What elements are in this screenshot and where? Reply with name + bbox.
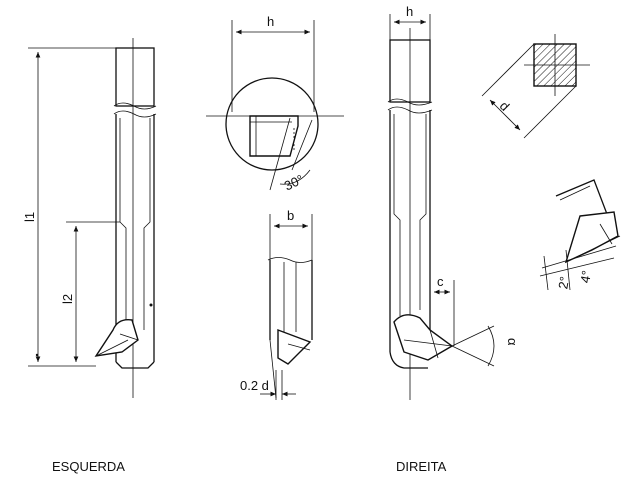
offset-02d-label: 0.2 d (240, 378, 269, 393)
left-break-line-2 (113, 110, 157, 118)
alpha-label: α (505, 338, 520, 346)
b-label: b (287, 208, 294, 223)
d-label: d (497, 98, 513, 114)
h-label-right: h (406, 4, 413, 19)
top-right-section: d (481, 34, 590, 139)
detail-circle (225, 77, 319, 171)
middle-front-view: b 0.2 d (240, 208, 313, 400)
left-insert (94, 319, 139, 357)
caption-direita: DIREITA (396, 459, 447, 474)
left-tool-view: l1 l2 (22, 38, 157, 398)
l1-label: l1 (22, 212, 37, 222)
angle-2-label: 2° (555, 275, 572, 290)
insert-detail-view: 2° 4° (539, 179, 621, 290)
left-break-line-1 (113, 102, 157, 110)
c-label: c (437, 274, 444, 289)
middle-section-view: h 30° (206, 14, 344, 193)
h-label-top: h (267, 14, 274, 29)
angle-4-label: 4° (577, 269, 594, 284)
left-shank-top (115, 47, 155, 107)
right-insert (393, 314, 454, 361)
right-tool-view: h c α (387, 4, 520, 400)
angle-30-label: 30° (282, 172, 306, 194)
d-dimension-line (489, 99, 521, 131)
l2-label: l2 (60, 294, 75, 304)
caption-esquerda: ESQUERDA (52, 459, 125, 474)
